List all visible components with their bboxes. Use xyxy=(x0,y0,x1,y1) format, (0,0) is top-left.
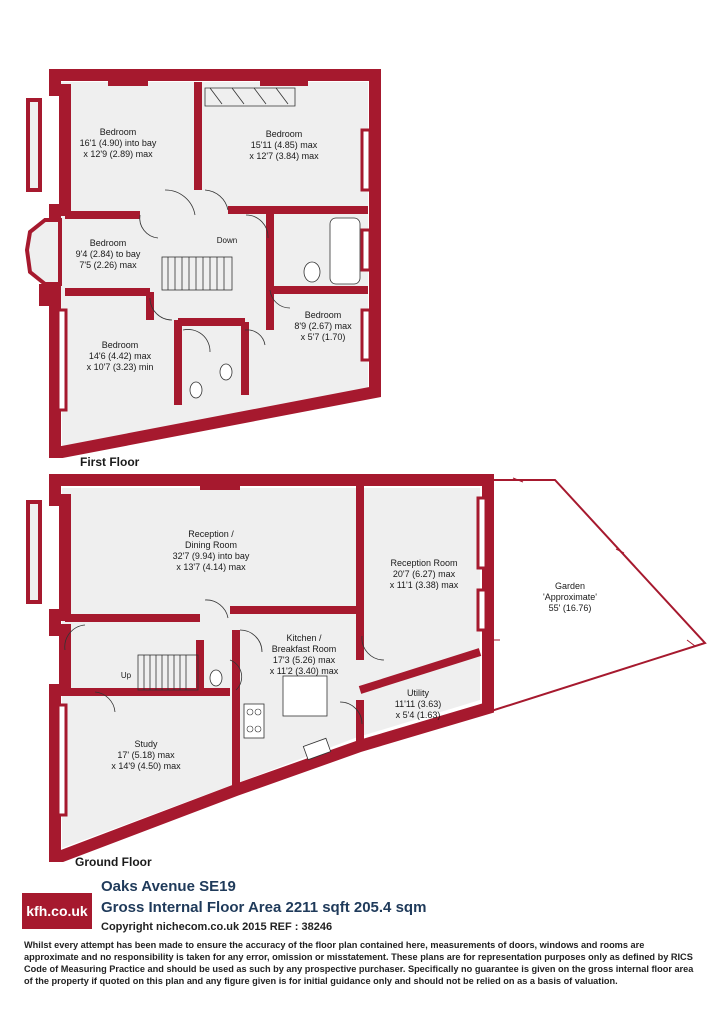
room-name: Study xyxy=(134,739,158,749)
room-dims: 7'5 (2.26) max xyxy=(79,260,137,270)
room-dims: x 5'7 (1.70) xyxy=(301,332,346,342)
room-name: 'Approximate' xyxy=(543,592,597,602)
room-dims: x 5'4 (1.63) xyxy=(396,710,441,720)
room-dims: 14'6 (4.42) max xyxy=(89,351,152,361)
room-name: Dining Room xyxy=(185,540,237,550)
room-dims: x 11'1 (3.38) max xyxy=(390,580,459,590)
room-dims: x 14'9 (4.50) max xyxy=(111,761,181,771)
disclaimer: Whilst every attempt has been made to en… xyxy=(24,940,694,986)
room-name: Bedroom xyxy=(100,127,137,137)
room-name: Bedroom xyxy=(305,310,342,320)
floor-label: Ground Floor xyxy=(75,855,152,869)
room-name: Breakfast Room xyxy=(272,644,337,654)
room-name: Garden xyxy=(555,581,585,591)
kfh-logo: kfh.co.uk xyxy=(22,893,92,929)
room-name: Reception / xyxy=(188,529,234,539)
room-dims: x 10'7 (3.23) min xyxy=(87,362,154,372)
first-floor-plan: Bedroom 16'1 (4.90) into bay x 12'9 (2.8… xyxy=(24,69,381,469)
room-dims: 8'9 (2.67) max xyxy=(294,321,352,331)
room-dims: 15'11 (4.85) max xyxy=(251,140,318,150)
room-name: Bedroom xyxy=(102,340,139,350)
room-dims: x 11'2 (3.40) max xyxy=(270,666,339,676)
room-dims: 16'1 (4.90) into bay xyxy=(80,138,157,148)
stair-label: Up xyxy=(121,671,132,680)
property-address: Oaks Avenue SE19 xyxy=(101,878,236,895)
room-name: Reception Room xyxy=(390,558,457,568)
copyright: Copyright nichecom.co.uk 2015 REF : 3824… xyxy=(101,921,333,933)
room-dims: x 12'9 (2.89) max xyxy=(83,149,153,159)
room-name: Utility xyxy=(407,688,429,698)
room-name: Kitchen / xyxy=(286,633,322,643)
room-dims: 11'11 (3.63) xyxy=(395,699,441,709)
ground-floor-plan: Reception / Dining Room 32'7 (9.94) into… xyxy=(26,474,707,869)
room-name: Bedroom xyxy=(266,129,303,139)
room-dims: 17'3 (5.26) max xyxy=(273,655,336,665)
stair-label: Down xyxy=(217,236,237,245)
room-dims: x 13'7 (4.14) max xyxy=(176,562,246,572)
room-dims: 9'4 (2.84) to bay xyxy=(76,249,141,259)
room-dims: x 12'7 (3.84) max xyxy=(249,151,319,161)
first-floor-walls xyxy=(39,69,381,458)
room-dims: 32'7 (9.94) into bay xyxy=(173,551,250,561)
floor-area: Gross Internal Floor Area 2211 sqft 205.… xyxy=(101,899,427,916)
room-dims: 55' (16.76) xyxy=(549,603,592,613)
ground-floor-walls xyxy=(49,474,494,862)
floor-label: First Floor xyxy=(80,455,140,469)
room-dims: 20'7 (6.27) max xyxy=(393,569,456,579)
room-dims: 17' (5.18) max xyxy=(117,750,175,760)
room-name: Bedroom xyxy=(90,238,127,248)
